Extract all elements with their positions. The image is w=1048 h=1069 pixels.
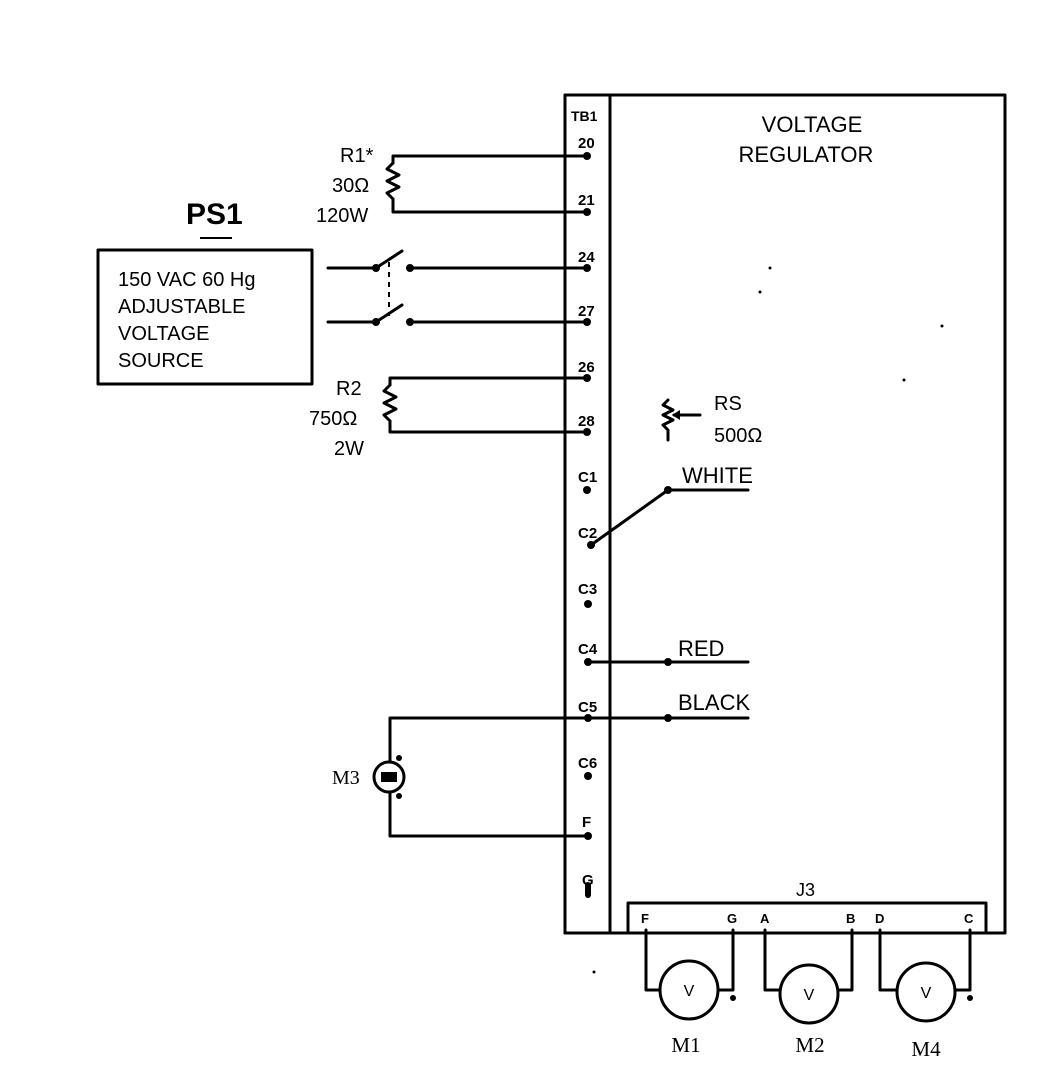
red-wire (586, 658, 750, 666)
j3-pin-a: A (760, 911, 770, 926)
j3-pin-d: D (875, 911, 884, 926)
terminal-20-label: 20 (578, 135, 595, 152)
r1-power: 120W (316, 205, 368, 227)
r1-name: R1* (340, 145, 374, 167)
white-wire-label: WHITE (682, 463, 753, 488)
m4-name: M4 (911, 1037, 941, 1061)
rs-value: 500Ω (714, 425, 762, 447)
m2-name: M2 (795, 1033, 824, 1057)
m3-meter (372, 755, 406, 799)
voltage-regulator-box (563, 93, 1007, 935)
ps1-line-4: SOURCE (118, 350, 204, 372)
terminal-24-label: 24 (578, 249, 595, 266)
m3-name: M3 (332, 767, 360, 789)
ps1-source-box (96, 248, 314, 386)
regulator-label-line1: VOLTAGE (762, 112, 863, 137)
m1-meter (644, 928, 736, 1021)
red-wire-label: RED (678, 636, 724, 661)
black-wire (388, 714, 750, 838)
ps1-title: PS1 (186, 198, 243, 231)
j3-label: J3 (796, 880, 815, 900)
ps1-line-1: 150 VAC 60 Hg (118, 269, 256, 291)
r2-value: 750Ω (309, 408, 357, 430)
r2-name: R2 (336, 378, 362, 400)
j3-connector (626, 901, 988, 935)
regulator-label-line2: REGULATOR (739, 142, 874, 167)
m2-meter (763, 928, 854, 1025)
j3-pin-b: B (846, 911, 855, 926)
terminal-dots (583, 152, 595, 898)
j3-pin-f: F (641, 911, 649, 926)
white-wire (589, 486, 750, 547)
m2-symbol: V (804, 987, 815, 1004)
terminal-21-label: 21 (578, 192, 595, 209)
m1-name: M1 (671, 1033, 700, 1057)
r2-power: 2W (334, 438, 364, 460)
terminal-c2-label: C2 (578, 525, 597, 542)
tb1-label: TB1 (571, 108, 598, 124)
ps1-line-2: ADJUSTABLE (118, 296, 245, 318)
r1-resistor (385, 154, 589, 214)
m4-symbol: V (921, 985, 932, 1002)
terminal-c4-label: C4 (578, 641, 598, 658)
terminal-c1-label: C1 (578, 469, 597, 486)
terminal-g-label: G (582, 872, 594, 889)
ps1-line-3: VOLTAGE (118, 323, 210, 345)
rs-name: RS (714, 393, 742, 415)
terminal-27-label: 27 (578, 303, 595, 320)
r1-value: 30Ω (332, 175, 369, 197)
terminal-c5-label: C5 (578, 699, 597, 716)
terminal-28-label: 28 (578, 413, 595, 430)
terminal-c3-label: C3 (578, 581, 597, 598)
rs-potentiometer (661, 398, 702, 442)
tb1-terminal-strip (563, 93, 612, 935)
double-pole-switch (326, 249, 589, 326)
terminal-c6-label: C6 (578, 755, 597, 772)
black-wire-label: BLACK (678, 690, 750, 715)
m4-meter (878, 928, 973, 1023)
terminal-26-label: 26 (578, 359, 595, 376)
m1-symbol: V (684, 983, 695, 1000)
terminal-f-label: F (582, 814, 591, 831)
r2-resistor (382, 376, 589, 434)
j3-pin-c: C (964, 911, 974, 926)
j3-pin-g: G (727, 911, 737, 926)
scan-specks (592, 266, 944, 974)
